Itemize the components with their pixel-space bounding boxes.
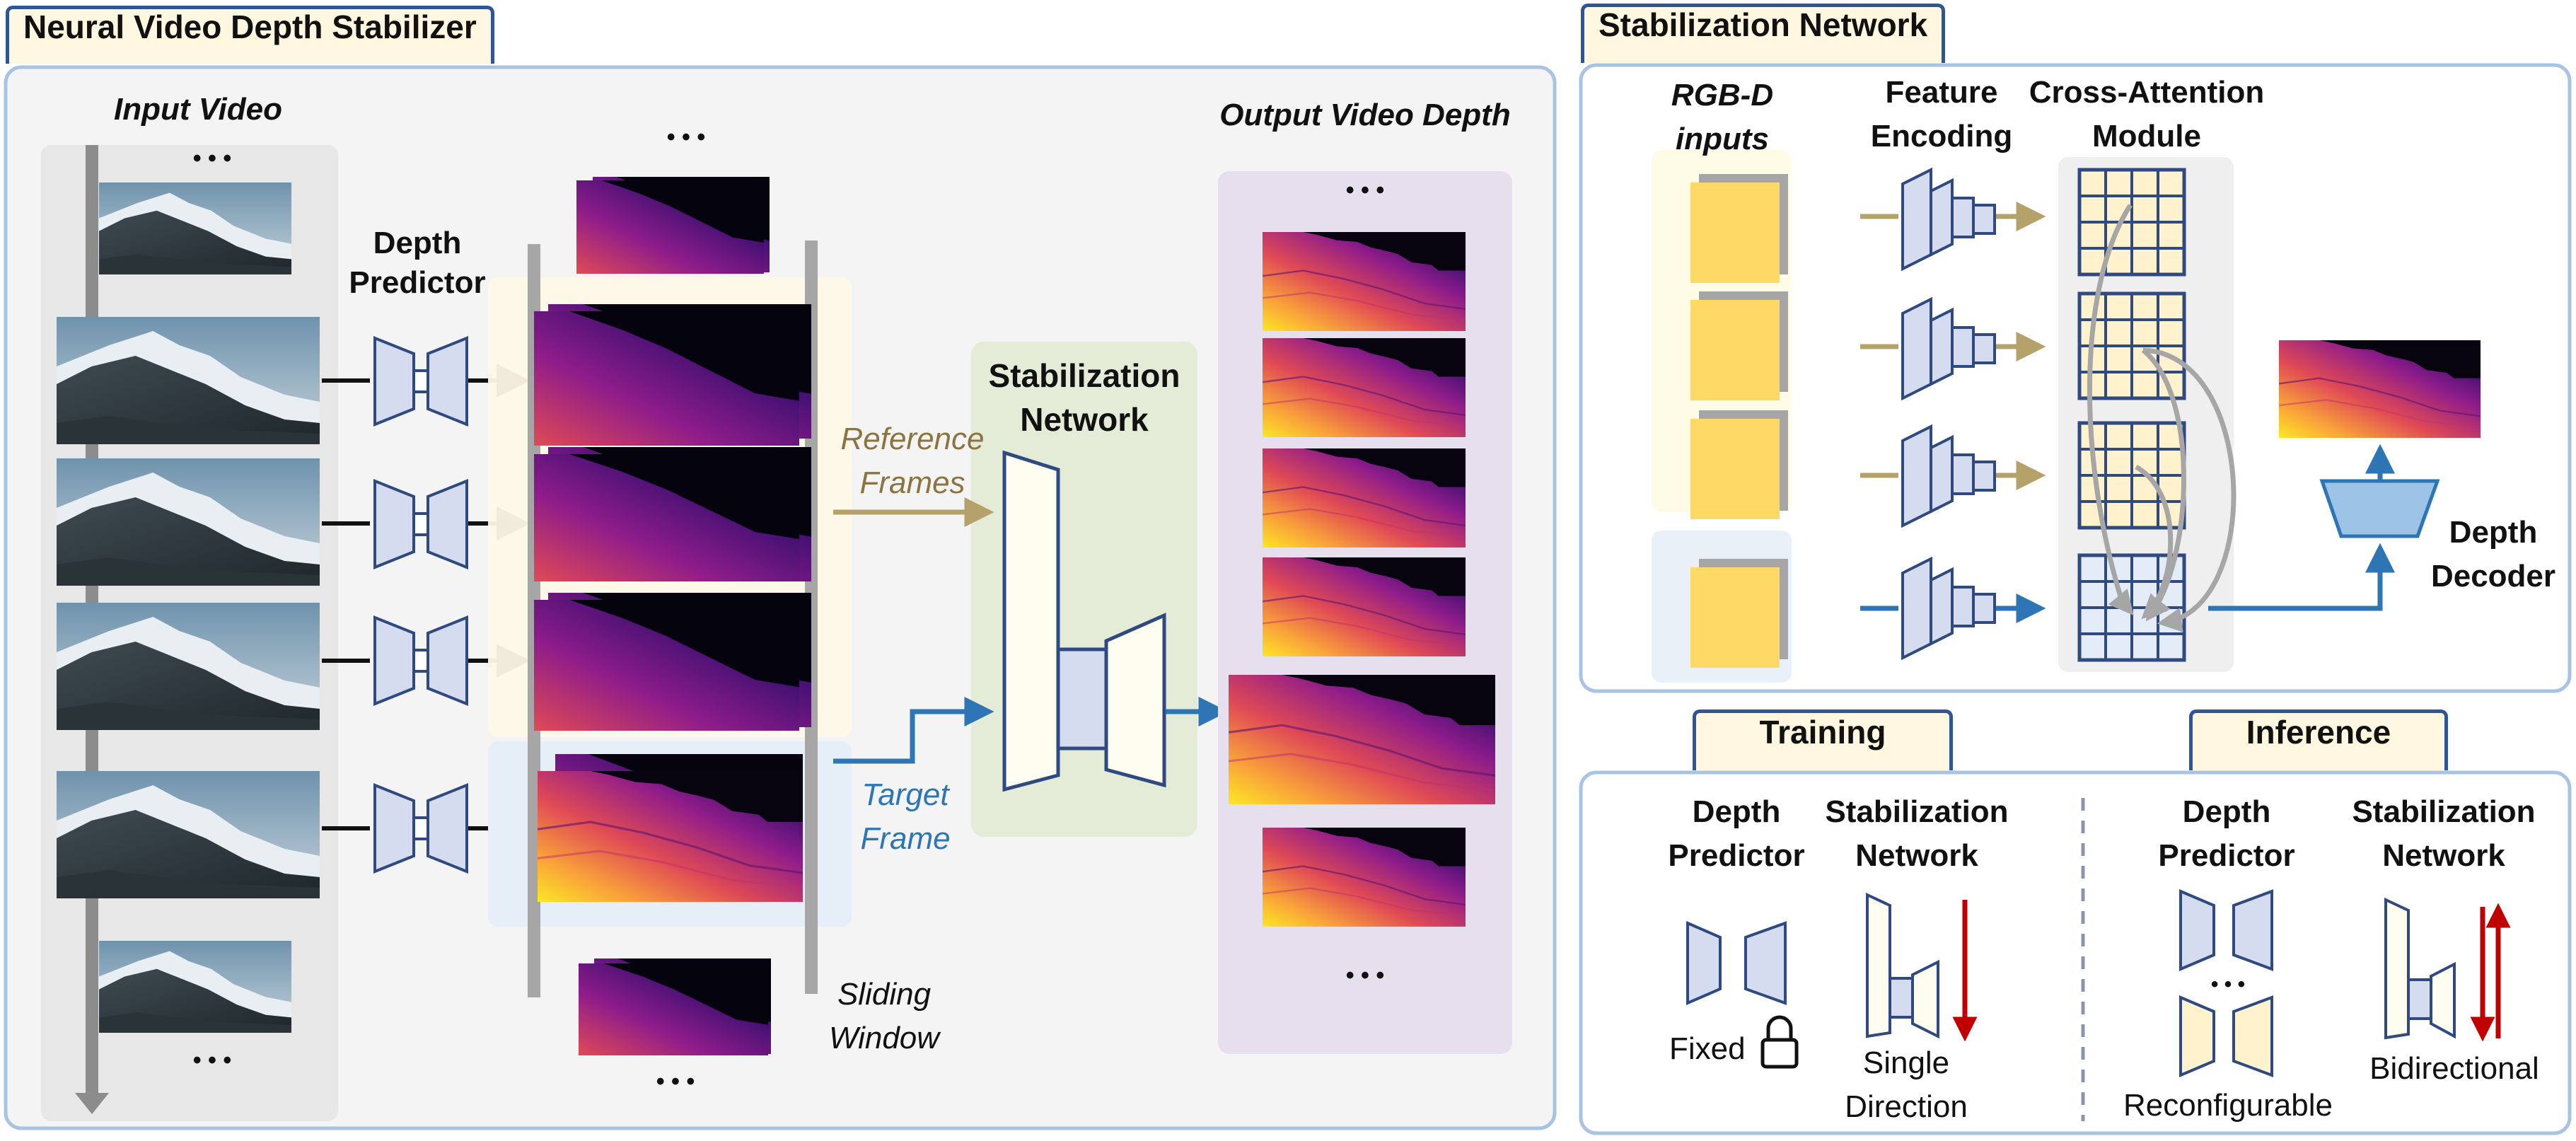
input-frame: [57, 458, 320, 586]
attention-flow-arrow: [2141, 348, 2186, 622]
right-bottom-panel-frame: [1579, 770, 2572, 1135]
lock-icon: [1760, 1015, 1799, 1069]
attention-flow-arrow: [2087, 204, 2134, 616]
training-depth-predictor-icon: [1686, 920, 1787, 1006]
output-depth-frame-target: [1229, 675, 1495, 804]
stab-decoder-shape: [1104, 613, 1166, 788]
training-depth-predictor-label: Depth Predictor: [1668, 794, 1805, 873]
depth-decoder-shape: [2319, 479, 2440, 538]
depth-frame: [534, 454, 799, 581]
inference-ellipsis: • • •: [2210, 973, 2246, 996]
output-depth-frame: [1263, 232, 1466, 331]
feature-encoders: [1901, 167, 1996, 661]
right-top-panel-title: Stabilization Network: [1581, 4, 1946, 63]
reconfigurable-label: Reconfigurable: [2123, 1088, 2333, 1123]
bidirectional-label: Bidirectional: [2369, 1051, 2539, 1086]
stab-encoder-shape: [1002, 450, 1060, 792]
cross-attention-label: Cross-Attention Module: [2029, 75, 2265, 154]
time-axis-arrowhead: [75, 1093, 109, 1114]
depth-frame-bottom: [579, 963, 768, 1055]
training-title: Training: [1693, 709, 1953, 770]
output-ellipsis-bottom: • • •: [1345, 962, 1385, 989]
feature-encoder: [1901, 296, 1996, 401]
training-stab-label: Stabilization Network: [1825, 794, 2009, 873]
training-stab-icon: [1866, 892, 1939, 1039]
sliding-window-label: Sliding Window: [828, 977, 940, 1055]
inference-title: Inference: [2189, 709, 2448, 770]
depth-ellipsis-top: • • •: [666, 124, 706, 151]
output-depth-frame: [1263, 828, 1466, 927]
attention-flow-arrow: [2135, 464, 2174, 620]
single-direction-label: Single Direction: [1845, 1046, 1968, 1124]
feature-encoder: [1901, 424, 1996, 528]
output-ellipsis-top: • • •: [1345, 177, 1385, 204]
attention-flow-arrow: [2142, 347, 2236, 632]
depth-predictor-label: Depth Predictor: [349, 226, 486, 300]
rgbd-input: [1690, 291, 1788, 400]
input-ellipsis-bottom: • • •: [192, 1047, 232, 1074]
inference-stab-label: Stabilization Network: [2352, 794, 2536, 873]
rgbd-inputs: [1690, 174, 1788, 668]
target-frame-label: Target Frame: [860, 777, 951, 856]
depth-predictor-encoder: [373, 783, 468, 874]
rgbd-inputs-label: RGB-D inputs: [1671, 78, 1774, 156]
depth-predictor-encoder: [373, 479, 468, 569]
attention-grid: [2077, 168, 2186, 277]
feature-encoding-label: Feature Encoding: [1870, 75, 2013, 154]
inference-stab-icon: [2384, 897, 2456, 1040]
depth-decoder-label: Depth Decoder: [2430, 515, 2556, 593]
stabilized-depth-output: [2279, 340, 2481, 438]
input-frame: [99, 941, 291, 1033]
feature-encoder: [1901, 167, 1996, 272]
rgbd-input-target: [1690, 559, 1788, 668]
output-depth-frame: [1263, 338, 1466, 437]
depth-predictor-encoder: [373, 336, 468, 427]
input-ellipsis-top: • • •: [192, 145, 232, 172]
stabilization-network-label: Stabilization Network: [988, 357, 1180, 438]
inference-depth-predictor-label: Depth Predictor: [2158, 794, 2295, 873]
input-frame: [57, 771, 320, 898]
attention-flow-arrows: [2087, 204, 2236, 632]
input-frame: [99, 183, 291, 274]
encoding-arrows: [1860, 202, 2046, 623]
output-depth-frame: [1263, 557, 1466, 656]
reference-frames-label: Reference Frames: [840, 422, 985, 500]
depth-predictor-encoder: [373, 615, 468, 706]
depth-frame-top: [576, 180, 764, 274]
stab-bottleneck-shape: [1056, 647, 1108, 751]
depth-frame-target: [538, 771, 803, 902]
input-frame: [57, 317, 320, 444]
depth-frame: [534, 311, 799, 446]
input-video-label: Input Video: [114, 92, 282, 127]
depth-predictor-encoders: [373, 336, 468, 874]
rgbd-input: [1690, 410, 1788, 519]
reconfigurable-predictor-icon: [2179, 995, 2273, 1078]
rgbd-input: [1690, 174, 1788, 283]
output-depth-frame: [1263, 448, 1466, 548]
inference-depth-predictor-icon: [2179, 888, 2273, 972]
target-frame-arrow: [833, 697, 994, 764]
depth-frame: [534, 600, 799, 731]
depth-ellipsis-bottom: • • •: [656, 1068, 695, 1095]
input-frame: [57, 603, 320, 730]
attention-to-decoder-arrow: [2208, 543, 2395, 611]
output-video-depth-label: Output Video Depth: [1219, 98, 1511, 132]
fixed-label: Fixed: [1669, 1031, 1746, 1066]
left-panel-title: Neural Video Depth Stabilizer: [6, 6, 494, 64]
feature-encoder-target: [1901, 556, 1996, 661]
